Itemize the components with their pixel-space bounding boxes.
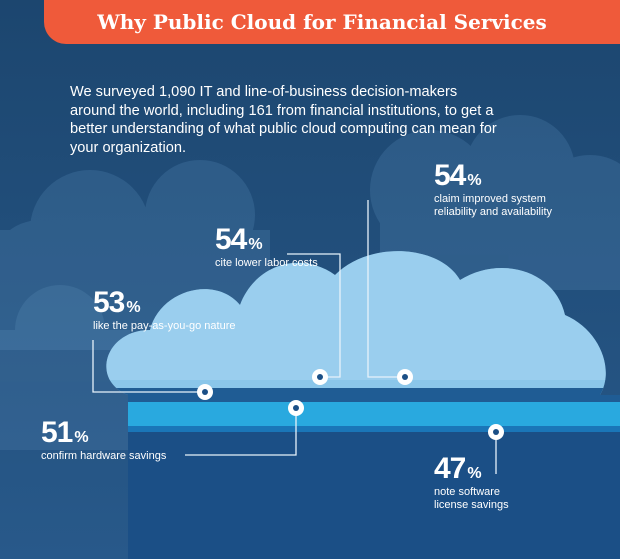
- stat-value: 53: [93, 286, 125, 319]
- stat-caption: claim improved system reliability and av…: [434, 193, 552, 219]
- bg-cloud-puff: [535, 155, 620, 265]
- caption-line: license savings: [434, 499, 509, 511]
- connector-line: [367, 200, 405, 378]
- stat-pay-as-you-go: 53% like the pay-as-you-go nature: [93, 288, 235, 333]
- stat-caption: like the pay-as-you-go nature: [93, 320, 235, 333]
- bg-cloud-puff: [0, 220, 90, 320]
- stat-unit: %: [248, 236, 263, 253]
- stat-value: 47: [434, 452, 466, 485]
- bg-cloud-puff: [465, 115, 575, 225]
- intro-paragraph: We surveyed 1,090 IT and line-of-busines…: [70, 84, 497, 156]
- stat-license-savings: 47% note software license savings: [434, 454, 509, 512]
- page-title: Why Public Cloud for Financial Services: [97, 10, 547, 34]
- bg-cloud-body: [0, 330, 130, 450]
- stat-reliability: 54% claim improved system reliability an…: [434, 161, 552, 219]
- caption-line: note software: [434, 486, 501, 498]
- cloud-band-bright: [106, 402, 620, 426]
- stat-caption: confirm hardware savings: [41, 450, 166, 463]
- stat-value: 54: [434, 159, 466, 192]
- caption-line: cite lower labor costs: [215, 257, 318, 269]
- stat-unit: %: [126, 299, 141, 316]
- connector-line: [185, 408, 297, 456]
- stat-labor-costs: 54% cite lower labor costs: [215, 225, 318, 270]
- stat-hardware-savings: 51% confirm hardware savings: [41, 418, 166, 463]
- caption-line: like the pay-as-you-go nature: [93, 320, 236, 332]
- stat-unit: %: [467, 465, 482, 482]
- caption-line: reliability and availability: [434, 206, 553, 218]
- marker-center: [293, 405, 299, 411]
- bg-cloud-puff: [15, 285, 105, 375]
- caption-line: claim improved system: [434, 193, 546, 205]
- marker-center: [493, 429, 499, 435]
- connector-line: [92, 340, 205, 393]
- stat-caption: cite lower labor costs: [215, 257, 318, 270]
- stat-unit: %: [74, 429, 89, 446]
- caption-line: confirm hardware savings: [41, 450, 167, 462]
- title-banner: Why Public Cloud for Financial Services: [44, 0, 620, 44]
- marker-center: [317, 374, 323, 380]
- stat-value: 51: [41, 416, 73, 449]
- stat-caption: note software license savings: [434, 486, 509, 512]
- bg-cloud-puff: [30, 170, 150, 290]
- marker-center: [402, 374, 408, 380]
- stat-unit: %: [467, 172, 482, 189]
- cloud-band-dark-top: [106, 388, 620, 402]
- bg-cloud-puff: [370, 130, 490, 250]
- cloud-band-dark: [106, 426, 620, 559]
- connector-line: [287, 253, 341, 378]
- stat-value: 54: [215, 223, 247, 256]
- bg-cloud-puff: [145, 160, 255, 270]
- cloud-band-edge: [106, 426, 620, 432]
- marker-center: [202, 389, 208, 395]
